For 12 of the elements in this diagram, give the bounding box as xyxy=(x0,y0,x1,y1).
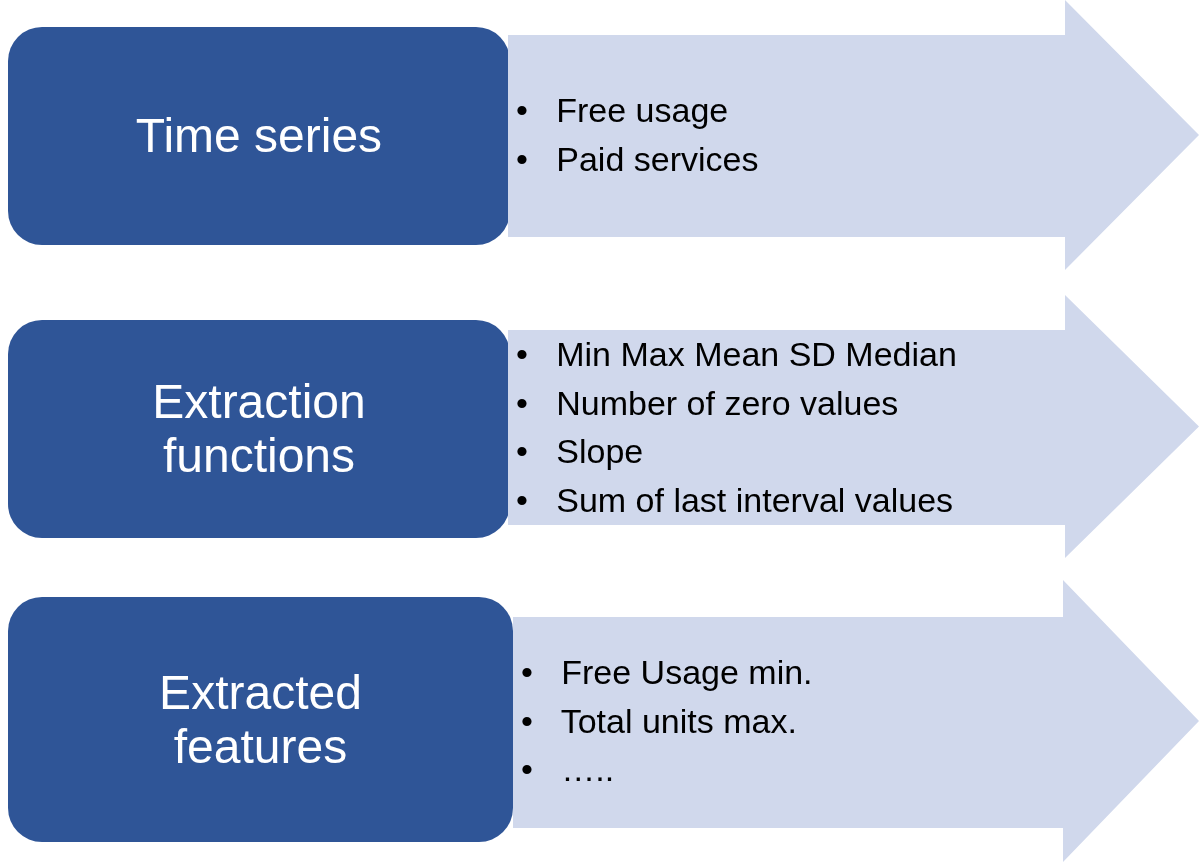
bullet-item: • Free usage xyxy=(516,90,729,131)
bullet-item: • Min Max Mean SD Median xyxy=(516,334,957,375)
step-box: Time series xyxy=(8,27,510,245)
bullet-item: • Slope xyxy=(516,431,644,472)
bullet-item: • Total units max. xyxy=(521,700,797,742)
step-box: Extraction functions xyxy=(8,320,510,538)
bullet-item: • Free Usage min. xyxy=(521,652,813,693)
bullet-item: • Sum of last interval values xyxy=(516,479,954,521)
bullet-item: • ….. xyxy=(521,749,615,790)
bullet-item: • Number of zero values xyxy=(516,382,899,424)
bullet-item: • Paid services xyxy=(516,138,759,180)
step-box: Extracted features xyxy=(8,597,513,842)
